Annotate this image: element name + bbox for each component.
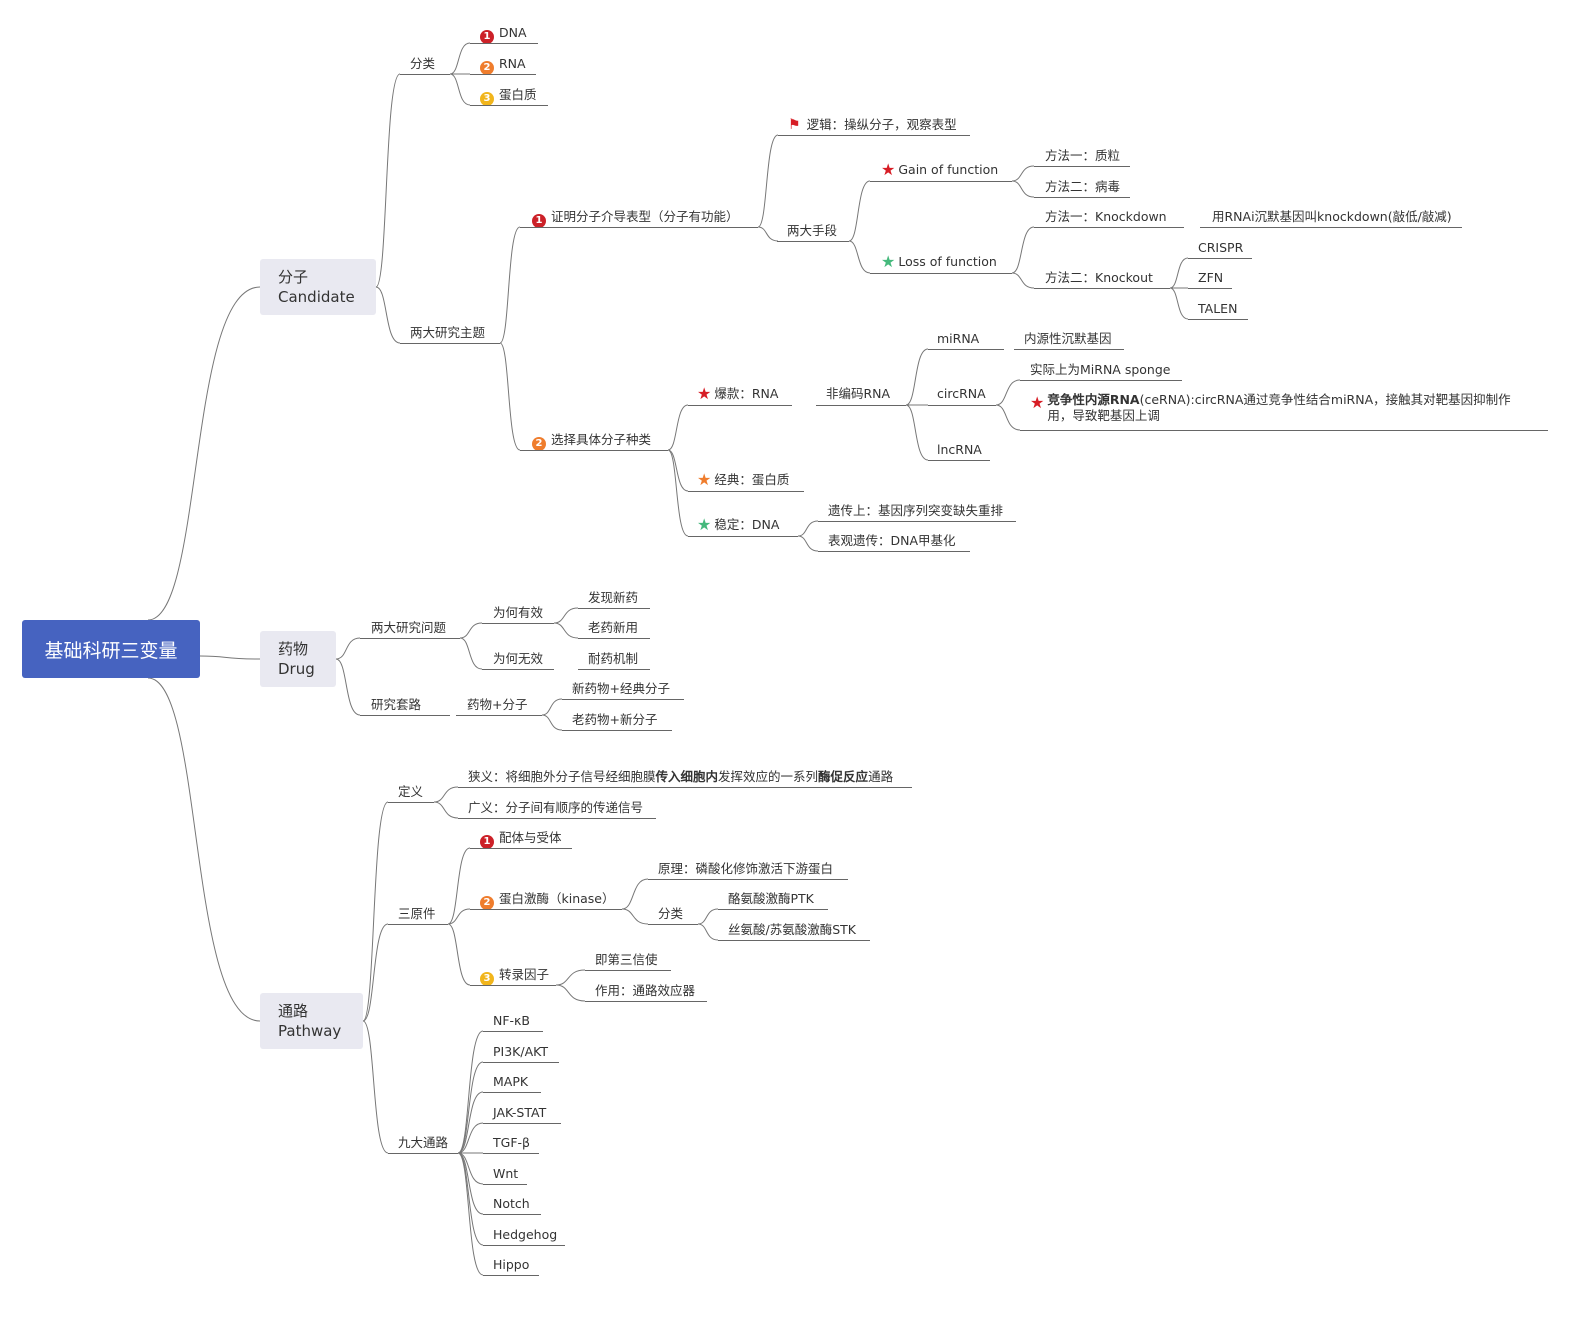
node-epigenetic[interactable]: 表观遗传：DNA甲基化 — [828, 533, 956, 548]
node-kinase-classify[interactable]: 分类 — [658, 906, 684, 921]
node-pathway-item[interactable]: Notch — [493, 1196, 530, 1211]
node-gain-m2[interactable]: 方法二：病毒 — [1045, 179, 1121, 194]
node-knockout[interactable]: 方法二：Knockout — [1045, 270, 1153, 285]
node-cerna[interactable]: ★竞争性内源RNA(ceRNA):circRNA通过竞争性结合miRNA，接触其… — [1030, 392, 1511, 423]
pathway-en: Pathway — [278, 1022, 342, 1040]
node-old-new-use[interactable]: 老药新用 — [588, 620, 639, 635]
node-pathway-item[interactable]: TGF-β — [493, 1135, 530, 1150]
node-why-effective[interactable]: 为何有效 — [493, 605, 544, 620]
node-nine-pathways[interactable]: 九大通路 — [398, 1135, 449, 1150]
node-stk[interactable]: 丝氨酸/苏氨酸激酶STK — [728, 922, 856, 937]
node-mirna-note[interactable]: 内源性沉默基因 — [1024, 331, 1112, 346]
node-mirna[interactable]: miRNA — [937, 331, 980, 346]
red-star-icon: ★ — [1030, 393, 1045, 412]
node-gain-m1[interactable]: 方法一：质粒 — [1045, 148, 1121, 163]
node-gain[interactable]: ★Gain of function — [881, 160, 999, 179]
priority-3-icon: 3 — [480, 972, 494, 986]
red-star-icon: ★ — [697, 384, 712, 403]
node-circrna[interactable]: circRNA — [937, 386, 986, 401]
priority-2-icon: 2 — [480, 61, 494, 75]
node-pathway-item[interactable]: Wnt — [493, 1166, 519, 1181]
node-third-messenger[interactable]: 即第三信使 — [595, 952, 658, 967]
orange-star-icon: ★ — [697, 470, 712, 489]
candidate-en: Candidate — [278, 288, 355, 306]
node-narrow[interactable]: 狭义：将细胞外分子信号经细胞膜传入细胞内发挥效应的一系列酶促反应通路 — [468, 769, 894, 784]
node-sponge[interactable]: 实际上为MiRNA sponge — [1030, 362, 1171, 377]
priority-1-icon: 1 — [480, 835, 494, 849]
node-three-elements[interactable]: 三原件 — [398, 906, 436, 921]
node-genetic[interactable]: 遗传上：基因序列突变缺失重排 — [828, 503, 1004, 518]
priority-1-icon: 1 — [532, 214, 546, 228]
node-why-ineffective[interactable]: 为何无效 — [493, 651, 544, 666]
drug-en: Drug — [278, 660, 315, 678]
priority-2-icon: 2 — [480, 896, 494, 910]
node-old-new[interactable]: 老药物+新分子 — [572, 712, 658, 727]
node-approach[interactable]: 研究套路 — [371, 697, 422, 712]
drug-cn: 药物 — [278, 640, 309, 658]
pathway-cn: 通路 — [278, 1002, 309, 1020]
node-pathway-item[interactable]: JAK-STAT — [493, 1105, 547, 1120]
node-effector[interactable]: 作用：通路效应器 — [595, 983, 696, 998]
root-node[interactable]: 基础科研三变量 — [22, 620, 200, 678]
node-classify[interactable]: 分类 — [410, 56, 436, 71]
main-node-candidate[interactable]: 分子 Candidate — [260, 259, 376, 315]
node-two-questions[interactable]: 两大研究问题 — [371, 620, 447, 635]
candidate-cn: 分子 — [278, 268, 309, 286]
node-zfn[interactable]: ZFN — [1198, 270, 1224, 285]
node-knockdown[interactable]: 方法一：Knockdown — [1045, 209, 1167, 224]
priority-3-icon: 3 — [480, 92, 494, 106]
node-lncrna[interactable]: lncRNA — [937, 442, 982, 457]
priority-1-icon: 1 — [480, 30, 494, 44]
node-stable-dna[interactable]: ★稳定：DNA — [697, 515, 780, 534]
node-loss[interactable]: ★Loss of function — [881, 252, 997, 271]
node-pathway-item[interactable]: NF-κB — [493, 1013, 530, 1028]
node-definition[interactable]: 定义 — [398, 784, 424, 799]
node-ptk[interactable]: 酪氨酸激酶PTK — [728, 891, 814, 906]
green-star-icon: ★ — [697, 515, 712, 534]
node-drug-molecule[interactable]: 药物+分子 — [467, 697, 528, 712]
node-new-drug[interactable]: 发现新药 — [588, 590, 639, 605]
node-noncoding[interactable]: 非编码RNA — [826, 386, 891, 401]
node-hot-rna[interactable]: ★爆款：RNA — [697, 384, 779, 403]
node-talen[interactable]: TALEN — [1198, 301, 1238, 316]
node-two-themes[interactable]: 两大研究主题 — [410, 325, 486, 340]
node-resistance[interactable]: 耐药机制 — [588, 651, 639, 666]
priority-2-icon: 2 — [532, 437, 546, 451]
main-node-pathway[interactable]: 通路 Pathway — [260, 993, 363, 1049]
node-two-means[interactable]: 两大手段 — [787, 223, 838, 238]
node-classic-protein[interactable]: ★经典：蛋白质 — [697, 470, 790, 489]
node-logic[interactable]: ⚑逻辑：操纵分子，观察表型 — [788, 117, 957, 133]
node-knockdown-note[interactable]: 用RNAi沉默基因叫knockdown(敲低/敲减) — [1212, 209, 1452, 224]
node-crispr[interactable]: CRISPR — [1198, 240, 1244, 255]
red-star-icon: ★ — [881, 160, 896, 179]
node-pathway-item[interactable]: Hippo — [493, 1257, 530, 1272]
green-star-icon: ★ — [881, 252, 896, 271]
node-new-classic[interactable]: 新药物+经典分子 — [572, 681, 670, 696]
node-pathway-item[interactable]: Hedgehog — [493, 1227, 558, 1242]
flag-icon: ⚑ — [788, 117, 801, 133]
node-broad[interactable]: 广义：分子间有顺序的传递信号 — [468, 800, 644, 815]
main-node-drug[interactable]: 药物 Drug — [260, 631, 336, 687]
node-pathway-item[interactable]: MAPK — [493, 1074, 529, 1089]
node-principle[interactable]: 原理：磷酸化修饰激活下游蛋白 — [658, 861, 834, 876]
node-pathway-item[interactable]: PI3K/AKT — [493, 1044, 548, 1059]
